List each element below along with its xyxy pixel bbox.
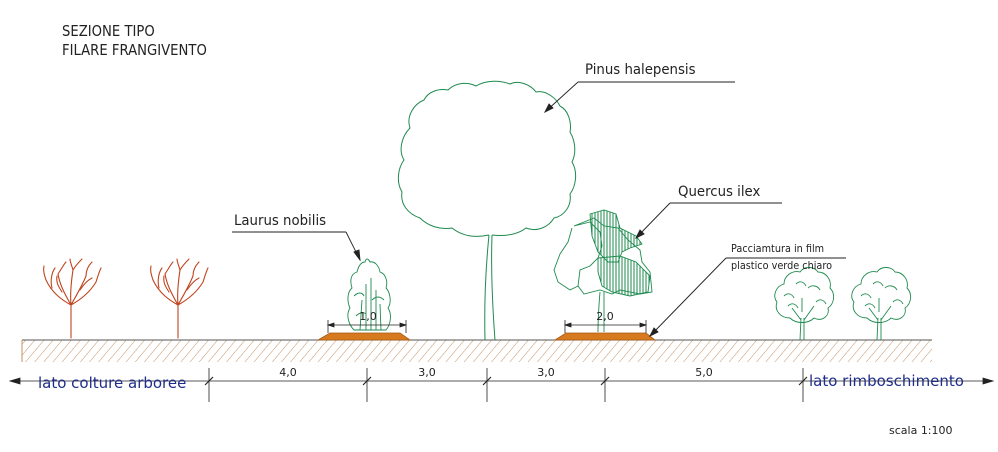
spacing-1: 4,0	[279, 366, 297, 379]
dim-laurus-width: 1,0	[359, 310, 377, 323]
pinus-tree	[397, 80, 577, 341]
label-pinus: Pinus halepensis	[585, 62, 696, 78]
title-line-1: SEZIONE TIPO	[62, 22, 155, 40]
orchard-tree-1	[43, 258, 102, 339]
label-mulch-1: Pacciamtura in film	[731, 242, 825, 255]
orchard-tree-2	[150, 258, 209, 339]
side-label-right: lato rimboschimento	[809, 372, 964, 390]
rimboschimento-tree-1	[774, 267, 835, 341]
leader-lines	[232, 81, 846, 338]
spacing-3: 3,0	[537, 366, 555, 379]
rimboschimento-tree-2	[851, 267, 912, 341]
mulch-width-dims	[326, 320, 648, 333]
label-mulch-2: plastico verde chiaro	[731, 259, 833, 272]
spacing-2: 3,0	[418, 366, 436, 379]
label-laurus: Laurus nobilis	[234, 213, 327, 229]
mulch-strip-quercus	[553, 332, 657, 341]
side-label-left: lato colture arboree	[38, 374, 187, 392]
ground-section	[21, 339, 932, 362]
spacing-4: 5,0	[695, 366, 713, 379]
quercus-tree	[553, 209, 653, 333]
label-quercus: Quercus ilex	[678, 184, 761, 200]
title-line-2: FILARE FRANGIVENTO	[62, 41, 207, 59]
laurus-shrub	[347, 258, 391, 331]
scale-label: scala 1:100	[889, 424, 953, 437]
dim-quercus-width: 2,0	[596, 310, 614, 323]
dimension-chain	[8, 368, 995, 402]
mulch-strip-laurus	[316, 332, 412, 341]
